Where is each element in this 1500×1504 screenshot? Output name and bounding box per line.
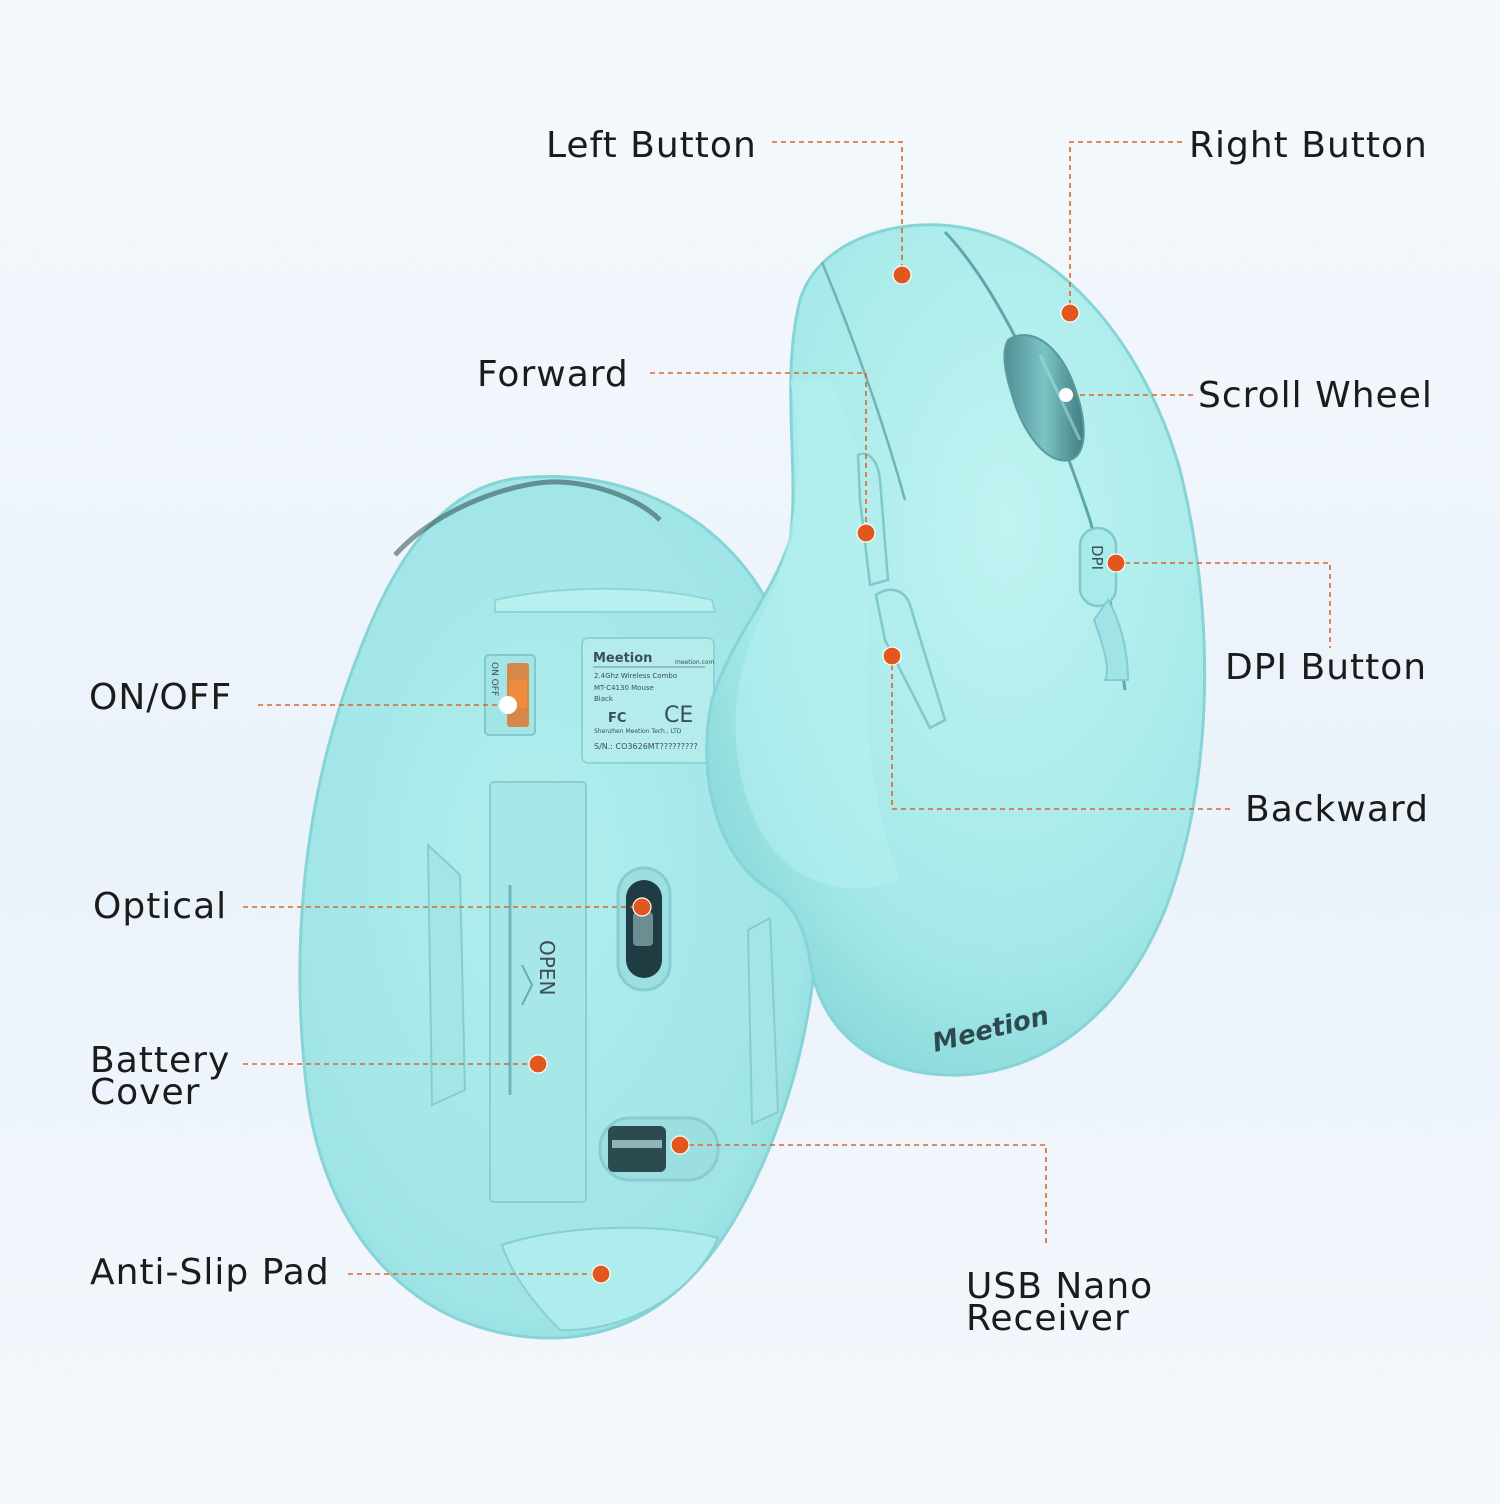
serial-marking: S/N.: CO3626MT????????? (594, 742, 698, 751)
leader-left-button (772, 141, 903, 274)
label-usb-nano-receiver: USB Nano Receiver (966, 1266, 1154, 1339)
dpi-marking: DPI (1088, 545, 1106, 570)
label-battery-cover: Battery Cover (90, 1040, 231, 1113)
leader-usb-receiver (680, 1144, 1047, 1245)
dot-scroll-wheel (1059, 388, 1073, 402)
leader-forward (650, 372, 867, 533)
label-left-button: Left Button (546, 125, 757, 166)
label-backward: Backward (1245, 789, 1429, 830)
leader-dpi-button (1116, 562, 1331, 648)
dot-optical (632, 897, 652, 917)
marker-dots (499, 265, 1126, 1284)
leader-lines (243, 141, 1331, 1275)
label-right-button: Right Button (1189, 125, 1428, 166)
dot-right-button (1060, 303, 1080, 323)
label-dpi-button: DPI Button (1225, 647, 1428, 688)
leader-right-button (1069, 141, 1182, 313)
color-marking: Black (594, 695, 614, 703)
website-marking: meetion.com (675, 659, 715, 666)
battery-open-marking: OPEN (535, 940, 559, 995)
switch-marking: ON OFF (489, 662, 499, 696)
dot-dpi-button (1106, 553, 1126, 573)
label-forward: Forward (477, 354, 629, 395)
mouse-top: DPI Meetion (705, 223, 1207, 1077)
label-on-off: ON/OFF (89, 677, 233, 718)
spec-marking: 2.4Ghz Wireless Combo (594, 672, 677, 680)
dot-anti-slip-pad (591, 1264, 611, 1284)
label-anti-slip-pad: Anti-Slip Pad (90, 1252, 330, 1293)
manufacturer-marking: Shenzhen Meetion Tech., LTD (594, 728, 682, 735)
dot-on-off (499, 696, 517, 714)
dot-forward (856, 523, 876, 543)
dot-battery-cover (528, 1054, 548, 1074)
model-marking: MT-C4130 Mouse (594, 684, 654, 692)
dot-left-button (892, 265, 912, 285)
label-scroll-wheel: Scroll Wheel (1198, 375, 1433, 416)
ce-marking: CE (664, 703, 693, 728)
dot-usb-receiver (670, 1135, 690, 1155)
leader-backward (891, 656, 1230, 810)
brand-marking: Meetion (593, 651, 652, 666)
fcc-marking: FC (608, 711, 626, 726)
dot-backward (882, 646, 902, 666)
label-optical: Optical (93, 886, 228, 927)
